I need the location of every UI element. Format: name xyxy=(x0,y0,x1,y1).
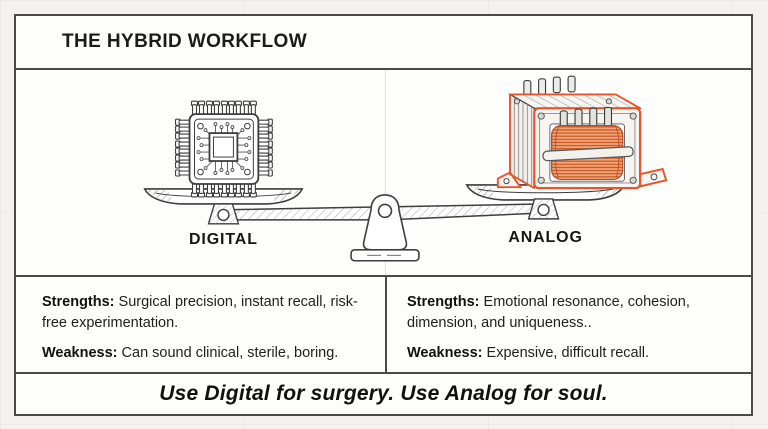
weakness-label: Weakness: xyxy=(42,345,118,361)
balance-scale-illustration: DIGITAL ANALOG xyxy=(143,75,668,262)
fulcrum-stand xyxy=(350,194,420,262)
right-pan-bracket xyxy=(527,198,560,220)
tagline-text: Use Digital for surgery. Use Analog for … xyxy=(159,382,608,405)
balance-scale-panel: DIGITAL ANALOG xyxy=(16,70,751,277)
microchip-icon xyxy=(175,100,273,198)
digital-label: DIGITAL xyxy=(189,231,258,248)
page-title: THE HYBRID WORKFLOW xyxy=(62,31,308,52)
comparison-panel: Strengths: Surgical precision, instant r… xyxy=(16,277,751,374)
transformer-icon xyxy=(496,75,668,190)
title-bar: THE HYBRID WORKFLOW xyxy=(16,16,751,70)
analog-weakness: Weakness: Expensive, difficult recall. xyxy=(407,345,650,361)
center-divider-line xyxy=(385,70,386,275)
strengths-label: Strengths: xyxy=(407,294,480,310)
left-pan-bracket xyxy=(207,203,240,225)
digital-weakness: Weakness: Can sound clinical, sterile, b… xyxy=(42,345,339,361)
strengths-label: Strengths: xyxy=(42,294,115,310)
analog-strengths: Strengths: Emotional resonance, cohesion… xyxy=(407,294,690,331)
workflow-diagram-card: THE HYBRID WORKFLOW xyxy=(14,14,753,416)
digital-strengths: Strengths: Surgical precision, instant r… xyxy=(42,294,358,331)
analog-notes: Strengths: Emotional resonance, cohesion… xyxy=(387,277,751,372)
analog-label: ANALOG xyxy=(508,229,582,246)
digital-notes: Strengths: Surgical precision, instant r… xyxy=(16,277,387,372)
tagline-bar: Use Digital for surgery. Use Analog for … xyxy=(16,374,751,414)
weakness-label: Weakness: xyxy=(407,345,483,361)
